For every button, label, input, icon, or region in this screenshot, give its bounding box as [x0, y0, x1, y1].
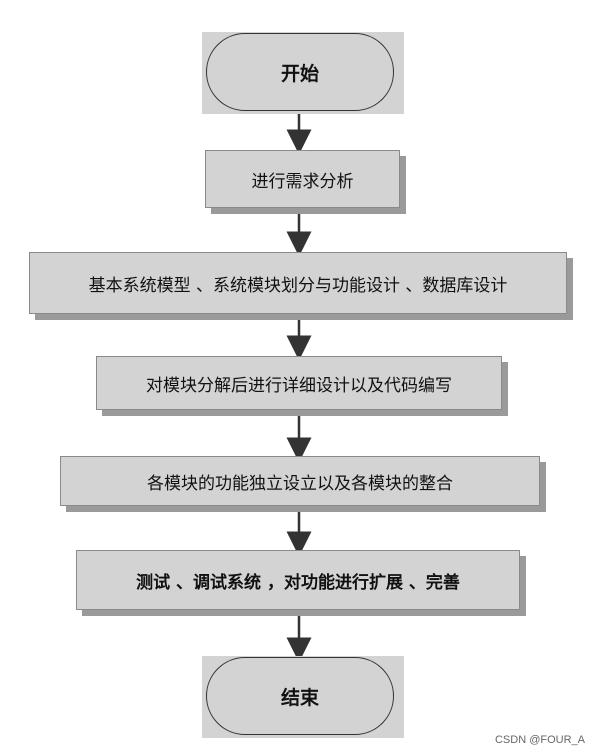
- watermark: CSDN @FOUR_A: [494, 734, 585, 746]
- end-label: 结束: [280, 686, 319, 709]
- step-detailed-design-coding: 对模块分解后进行详细设计以及代码编写: [96, 356, 502, 410]
- step-module-integration: 各模块的功能独立设立以及各模块的整合: [60, 456, 540, 506]
- step-requirements-analysis: 进行需求分析: [205, 150, 400, 208]
- step-label: 对模块分解后进行详细设计以及代码编写: [146, 375, 452, 396]
- step-label: 基本系统模型 、系统模块划分与功能设计 、数据库设计: [88, 275, 508, 296]
- step-label: 进行需求分析: [251, 171, 354, 192]
- end-terminal: 结束: [206, 657, 394, 735]
- start-label: 开始: [280, 62, 319, 85]
- step-testing-extension: 测试 、调试系统 ，对功能进行扩展 、完善: [76, 550, 520, 610]
- step-label: 测试 、调试系统 ，对功能进行扩展 、完善: [136, 572, 460, 593]
- step-system-model-design: 基本系统模型 、系统模块划分与功能设计 、数据库设计: [29, 252, 567, 314]
- start-terminal: 开始: [206, 33, 394, 111]
- step-label: 各模块的功能独立设立以及各模块的整合: [147, 473, 453, 494]
